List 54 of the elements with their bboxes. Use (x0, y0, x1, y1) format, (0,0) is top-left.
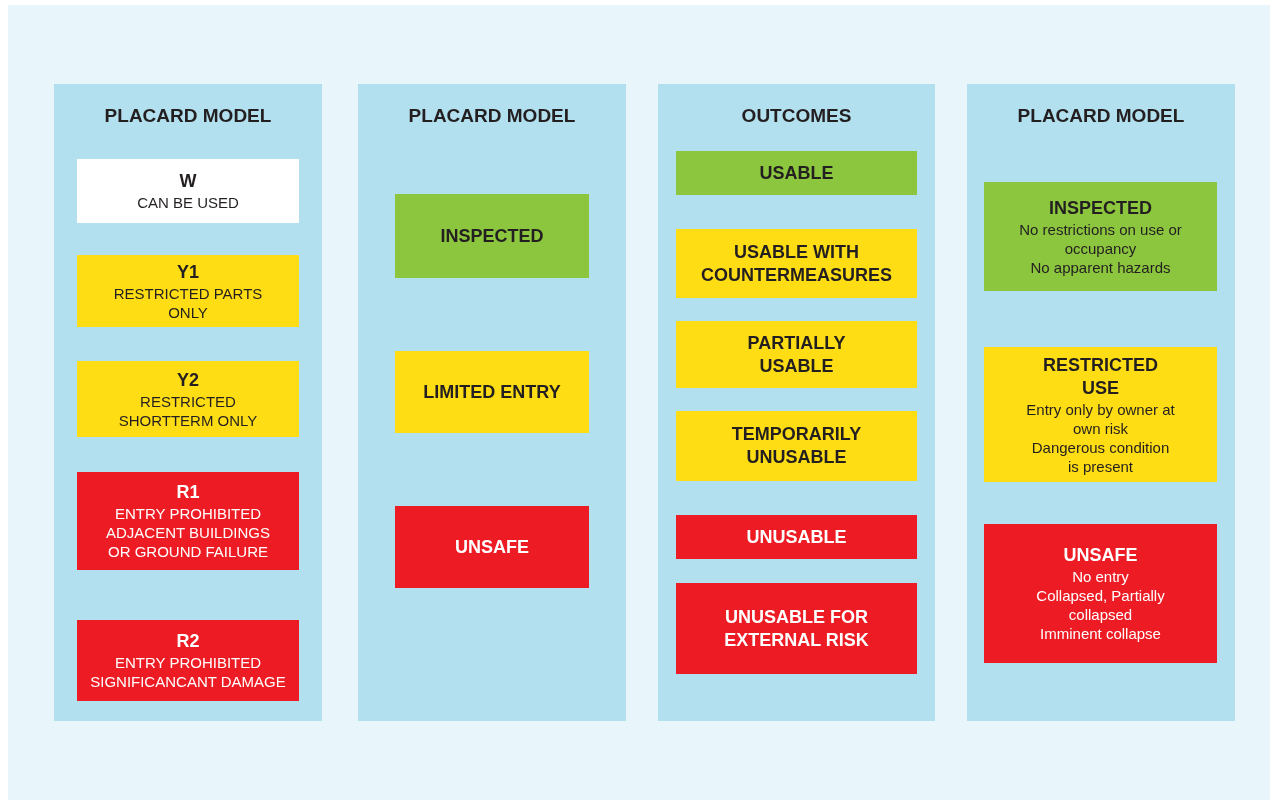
box-description: No apparent hazards (1030, 257, 1171, 277)
box-description: RESTRICTED PARTS ONLY (113, 283, 263, 322)
status-box (395, 194, 589, 278)
column-heading: PLACARD MODEL (103, 105, 273, 127)
status-box (676, 411, 917, 481)
box-title: W (179, 170, 197, 193)
box-title: UNSAFE (455, 535, 529, 559)
box-description: ENTRY PROHIBITED SIGNIFICANCANT DAMAGE (89, 653, 287, 691)
box-description: No entry (1072, 567, 1129, 586)
box-title: TEMPORARILY UNUSABLE (730, 423, 863, 469)
column-panel (54, 84, 322, 721)
box-title: LIMITED ENTRY (423, 380, 561, 404)
column-panel (358, 84, 626, 721)
status-box (77, 620, 299, 701)
box-title: Y1 (177, 260, 199, 284)
status-box (984, 182, 1217, 291)
status-box (395, 506, 589, 588)
box-title: UNSAFE (1063, 544, 1138, 567)
column-panel (658, 84, 935, 721)
column-heading: PLACARD MODEL (407, 105, 577, 127)
box-title: INSPECTED (440, 224, 544, 248)
box-description: Dangerous condition is present (1030, 437, 1171, 476)
status-box (676, 583, 917, 674)
box-title: R2 (176, 630, 200, 653)
column-heading: OUTCOMES (740, 105, 853, 127)
box-title: USABLE (759, 161, 834, 185)
status-box (984, 524, 1217, 663)
box-title: PARTIALLY USABLE (746, 331, 847, 378)
status-box (395, 351, 589, 433)
status-box (77, 255, 299, 327)
status-box (676, 229, 917, 298)
status-box (77, 472, 299, 570)
status-box (77, 159, 299, 223)
box-title: UNUSABLE (746, 525, 847, 549)
column-panel (967, 84, 1235, 721)
status-box (676, 321, 917, 388)
status-box (984, 347, 1217, 482)
box-title: UNUSABLE FOR EXTERNAL RISK (723, 605, 870, 652)
box-description: RESTRICTED SHORTTERM ONLY (117, 391, 259, 430)
box-description: ENTRY PROHIBITED ADJACENT BUILDINGS OR GROUND FAILURE (105, 504, 271, 561)
box-description: Imminent collapse (1040, 624, 1161, 643)
box-description: Collapsed, Partially collapsed (1035, 586, 1166, 624)
box-title: RESTRICTED USE (1042, 353, 1159, 400)
status-box (676, 151, 917, 195)
column-heading: PLACARD MODEL (1016, 105, 1186, 127)
box-title: USABLE WITH COUNTERMEASURES (700, 240, 893, 287)
box-title: INSPECTED (1049, 196, 1152, 220)
box-title: R1 (176, 481, 200, 504)
box-title: Y2 (177, 368, 199, 392)
box-description: CAN BE USED (137, 193, 239, 212)
status-box (77, 361, 299, 437)
box-description: Entry only by owner at own risk (1025, 399, 1176, 438)
status-box (676, 515, 917, 559)
box-description: No restrictions on use or occupancy (1018, 219, 1183, 258)
